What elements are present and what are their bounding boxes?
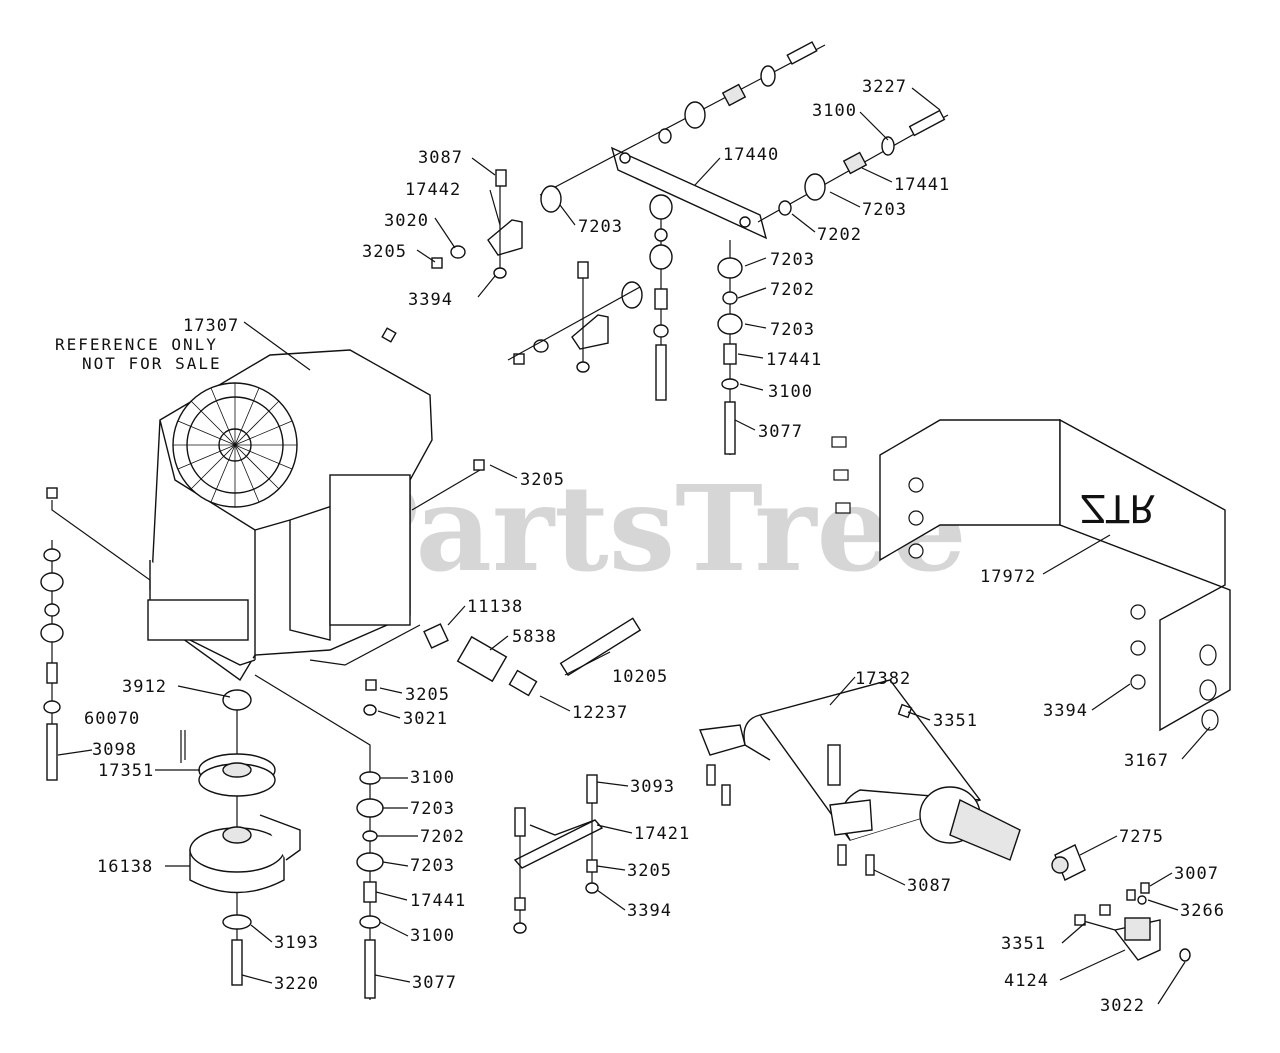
callout-17421: 17421 bbox=[634, 824, 690, 844]
callout-17972: 17972 bbox=[980, 567, 1036, 587]
callout-3077: 3077 bbox=[412, 973, 457, 993]
callout-3205: 3205 bbox=[405, 685, 450, 705]
callout-3205: 3205 bbox=[362, 242, 407, 262]
engine-17307 bbox=[147, 327, 433, 682]
callout-3266: 3266 bbox=[1180, 901, 1225, 921]
callout-3220: 3220 bbox=[274, 974, 319, 994]
callout-3394: 3394 bbox=[1043, 701, 1088, 721]
bracket-17442 bbox=[487, 219, 523, 256]
callout-7275: 7275 bbox=[1119, 827, 1164, 847]
callout-3100: 3100 bbox=[410, 926, 455, 946]
mount-bracket-assembly bbox=[431, 41, 949, 455]
callout-3912: 3912 bbox=[122, 677, 167, 697]
callout-3087: 3087 bbox=[907, 876, 952, 896]
solenoid-assembly bbox=[1051, 844, 1191, 962]
leader-lines bbox=[57, 87, 1211, 1005]
callout-3205: 3205 bbox=[627, 861, 672, 881]
callout-7203: 7203 bbox=[578, 217, 623, 237]
callout-17441: 17441 bbox=[894, 175, 950, 195]
center-lower-stack bbox=[254, 459, 485, 1000]
muffler-17382 bbox=[699, 679, 1021, 876]
clutch-assembly bbox=[180, 689, 301, 986]
callout-12237: 12237 bbox=[572, 703, 628, 723]
callout-11138: 11138 bbox=[467, 597, 523, 617]
callout-3394: 3394 bbox=[627, 901, 672, 921]
left-mount-stack bbox=[40, 487, 151, 781]
callout-3093: 3093 bbox=[630, 777, 675, 797]
callout-3020: 3020 bbox=[384, 211, 429, 231]
callout-7203: 7203 bbox=[862, 200, 907, 220]
svg-text:ZTR: ZTR bbox=[1080, 486, 1156, 530]
callout-7203: 7203 bbox=[410, 856, 455, 876]
callout-labels: 3227 3100 17441 17440 7203 7202 3087 174… bbox=[84, 77, 1225, 1016]
callout-3351: 3351 bbox=[1001, 934, 1046, 954]
callout-17351: 17351 bbox=[98, 761, 154, 781]
callout-7202: 7202 bbox=[817, 225, 862, 245]
callout-3205: 3205 bbox=[520, 470, 565, 490]
watermark: PartsTree bbox=[330, 459, 967, 598]
reference-note-line2: NOT FOR SALE bbox=[82, 354, 222, 373]
ztr-bracket-17972: ZTR bbox=[831, 418, 1231, 732]
callout-3007: 3007 bbox=[1174, 864, 1219, 884]
callout-3193: 3193 bbox=[274, 933, 319, 953]
callout-17307: 17307 bbox=[183, 316, 239, 336]
reference-note-line1: REFERENCE ONLY bbox=[55, 335, 218, 354]
callout-60070: 60070 bbox=[84, 709, 140, 729]
callout-3100: 3100 bbox=[812, 101, 857, 121]
callout-3167: 3167 bbox=[1124, 751, 1169, 771]
callout-10205: 10205 bbox=[612, 667, 668, 687]
callout-3227: 3227 bbox=[862, 77, 907, 97]
callout-3100: 3100 bbox=[410, 768, 455, 788]
callout-3021: 3021 bbox=[403, 709, 448, 729]
callout-3077: 3077 bbox=[758, 422, 803, 442]
callout-3098: 3098 bbox=[92, 740, 137, 760]
callout-17442: 17442 bbox=[405, 180, 461, 200]
fuel-line-assembly bbox=[309, 617, 642, 697]
callout-7202: 7202 bbox=[420, 827, 465, 847]
callout-3100: 3100 bbox=[768, 382, 813, 402]
callout-17440: 17440 bbox=[723, 145, 779, 165]
callout-16138: 16138 bbox=[97, 857, 153, 877]
bracket-17440 bbox=[610, 146, 768, 240]
callout-3087: 3087 bbox=[418, 148, 463, 168]
callout-4124: 4124 bbox=[1004, 971, 1049, 991]
callout-17441: 17441 bbox=[410, 891, 466, 911]
callout-3394: 3394 bbox=[408, 290, 453, 310]
bracket-17421 bbox=[513, 774, 604, 934]
callout-7203: 7203 bbox=[770, 320, 815, 340]
callout-5838: 5838 bbox=[512, 627, 557, 647]
callout-17382: 17382 bbox=[855, 669, 911, 689]
callout-3351: 3351 bbox=[933, 711, 978, 731]
callout-7203: 7203 bbox=[770, 250, 815, 270]
callout-17441: 17441 bbox=[766, 350, 822, 370]
callout-7203: 7203 bbox=[410, 799, 455, 819]
callout-7202: 7202 bbox=[770, 280, 815, 300]
callout-3022: 3022 bbox=[1100, 996, 1145, 1016]
